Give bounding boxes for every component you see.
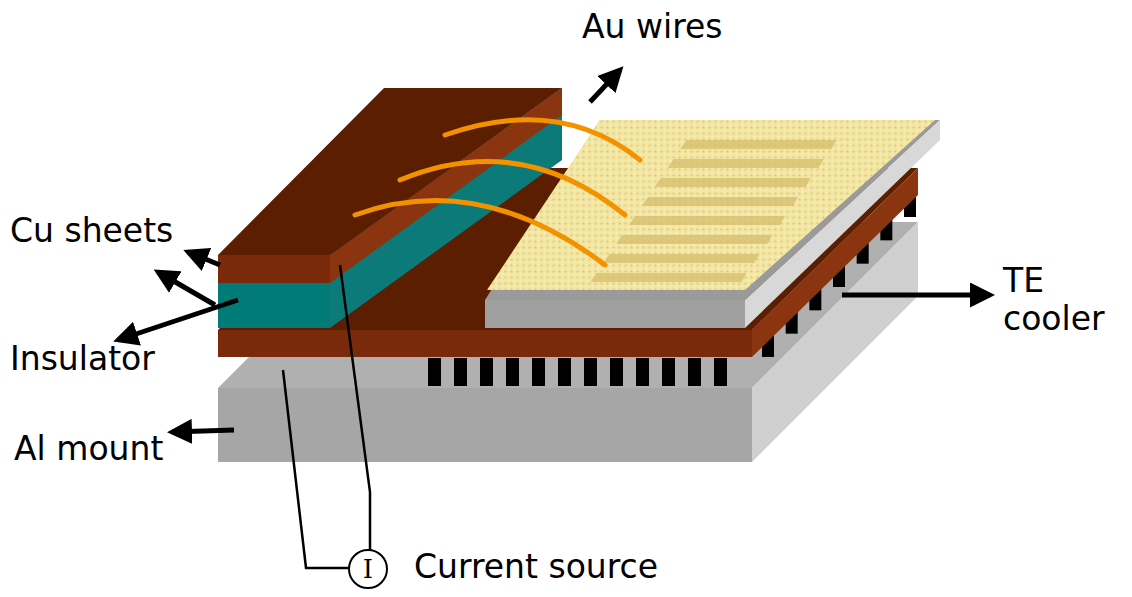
current-source-wires bbox=[283, 265, 370, 568]
callout-label: Au wires bbox=[582, 8, 722, 46]
callout-label: Cu sheets bbox=[10, 212, 173, 250]
node-text: I bbox=[363, 556, 373, 582]
callout-label: Insulator bbox=[10, 340, 155, 378]
callout-label: Current source bbox=[414, 548, 658, 586]
leader-arrows bbox=[118, 70, 990, 432]
callout-label: Al mount bbox=[14, 430, 163, 468]
callout-label: TE cooler bbox=[1003, 262, 1128, 338]
au-wires bbox=[355, 120, 640, 265]
current-source-symbol: I bbox=[348, 549, 388, 589]
